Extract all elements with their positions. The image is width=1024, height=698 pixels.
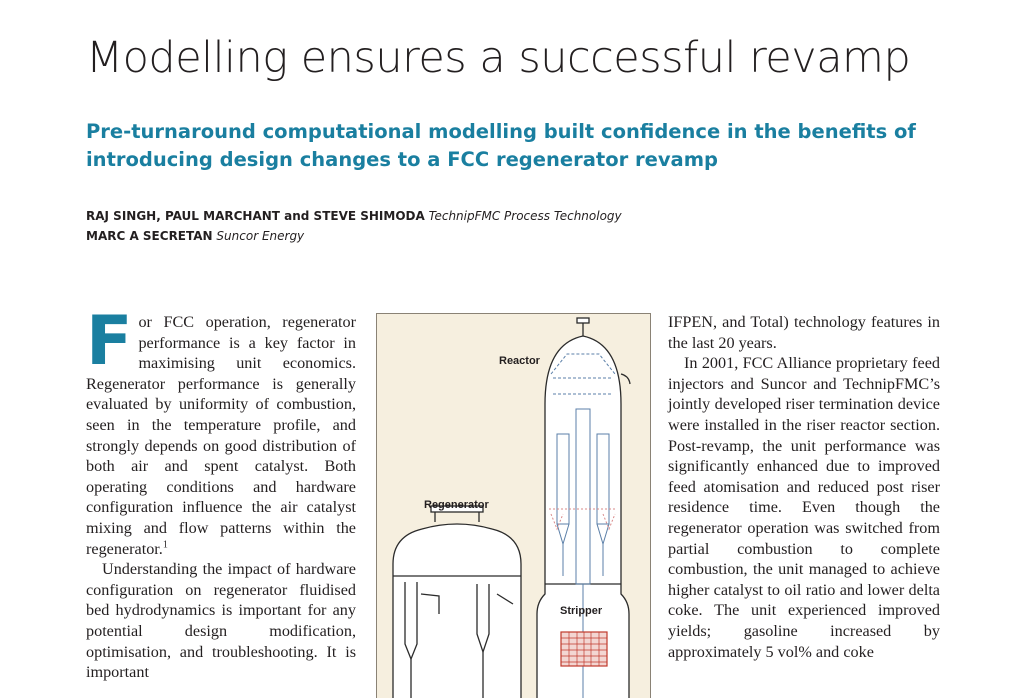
- paragraph-text: In 2001, FCC Alliance proprietary feed i…: [668, 354, 940, 661]
- paragraph: IFPEN, and Total) technology features in…: [668, 312, 940, 353]
- fcc-unit-figure: Reactor Regenerator Stripper: [376, 313, 651, 698]
- article-subtitle: Pre-turnaround computational modelling b…: [86, 120, 916, 171]
- paragraph-text: Understanding the impact of hardware con…: [86, 560, 356, 682]
- fcc-schematic-drawing: [392, 317, 631, 698]
- article-title: Modelling ensures a successful revamp: [86, 33, 911, 83]
- stripper-packing: [560, 631, 608, 667]
- author-names: RAJ SINGH, PAUL MARCHANT and STEVE SHIMO…: [86, 209, 425, 223]
- author-affiliation: Suncor Energy: [216, 229, 305, 243]
- paragraph-text: IFPEN, and Total) technology features in…: [668, 313, 940, 352]
- stripper-label: Stripper: [560, 605, 603, 617]
- paragraph: Understanding the impact of hardware con…: [86, 559, 356, 683]
- paragraph-text: or FCC operation, regenerator performanc…: [86, 313, 356, 558]
- author-block: RAJ SINGH, PAUL MARCHANT and STEVE SHIMO…: [86, 206, 946, 246]
- reference-marker: 1: [162, 539, 168, 551]
- regenerator-label: Regenerator: [424, 499, 489, 511]
- reactor-label: Reactor: [499, 355, 540, 367]
- author-affiliation: TechnipFMC Process Technology: [428, 209, 622, 223]
- author-line-2: MARC A SECRETAN Suncor Energy: [86, 226, 946, 246]
- paragraph: In 2001, FCC Alliance proprietary feed i…: [668, 353, 940, 662]
- author-names: MARC A SECRETAN: [86, 229, 213, 243]
- author-line-1: RAJ SINGH, PAUL MARCHANT and STEVE SHIMO…: [86, 206, 946, 226]
- body-column-right: IFPEN, and Total) technology features in…: [668, 312, 940, 662]
- drop-cap: F: [86, 302, 133, 381]
